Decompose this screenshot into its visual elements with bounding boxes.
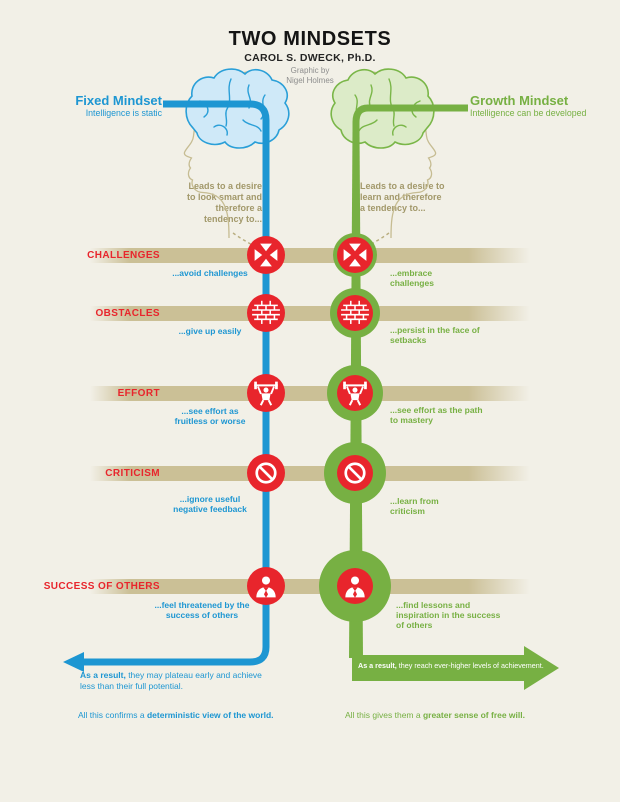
- person-with-tie-icon: [256, 576, 276, 598]
- weightlifter-icon: [254, 381, 278, 406]
- weightlifter-icon: [343, 381, 367, 406]
- growth-label-criticism: ...learn from criticism: [390, 496, 439, 516]
- fixed-node-criticism: [247, 454, 285, 492]
- brick-wall-icon: [252, 300, 280, 324]
- fixed-result-text: As a result, they may plateau early and …: [80, 670, 262, 691]
- page-title: TWO MINDSETS: [228, 28, 392, 50]
- category-label-criticism: CRITICISM: [105, 468, 160, 479]
- fixed-mindset-subtitle: Intelligence is static: [85, 108, 162, 118]
- growth-result-arrow: [352, 646, 559, 690]
- category-label-success-of-others: SUCCESS OF OTHERS: [43, 581, 160, 592]
- brick-wall-icon: [341, 300, 369, 324]
- fixed-label-criticism: ...ignore useful negative feedback: [173, 494, 247, 514]
- graphic-credit: Graphic by Nigel Holmes: [286, 66, 334, 85]
- fixed-head-illustration: [183, 68, 290, 239]
- category-label-challenges: CHALLENGES: [87, 250, 160, 261]
- collision-arrows-icon: [343, 243, 367, 267]
- growth-label-challenges: ...embrace challenges: [390, 268, 434, 288]
- fixed-node-obstacles: [247, 294, 285, 332]
- growth-node-criticism: [324, 442, 386, 504]
- category-label-effort: EFFORT: [117, 388, 160, 399]
- prohibition-sign-icon: [255, 462, 277, 484]
- fixed-label-challenges: ...avoid challenges: [172, 268, 248, 278]
- growth-node-obstacles: [330, 288, 380, 338]
- fixed-node-effort: [247, 374, 285, 412]
- row-band-success-of-others: [90, 579, 530, 594]
- growth-label-obstacles: ...persist in the face of setbacks: [390, 325, 480, 345]
- growth-mindset-header: Growth Mindset Intelligence can be devel…: [470, 94, 616, 119]
- growth-mindset-subtitle: Intelligence can be developed: [470, 108, 587, 118]
- person-with-tie-icon: [345, 576, 365, 598]
- fixed-label-obstacles: ...give up easily: [178, 326, 242, 336]
- fixed-mindset-header: Fixed Mindset Intelligence is static: [18, 94, 162, 119]
- category-label-obstacles: OBSTACLES: [95, 308, 160, 319]
- row-band-effort: [90, 386, 530, 401]
- growth-node-success-of-others: [319, 550, 391, 622]
- author-byline: CAROL S. DWECK, Ph.D.: [244, 52, 376, 64]
- row-band-challenges: [90, 248, 530, 263]
- fixed-label-success-of-others: ...feel threatened by the success of oth…: [154, 600, 250, 620]
- row-band-criticism: [90, 466, 530, 481]
- row-band-obstacles: [90, 306, 530, 321]
- fixed-label-effort: ...see effort as fruitless or worse: [174, 406, 246, 426]
- growth-label-success-of-others: ...find lessons and inspiration in the s…: [396, 600, 501, 630]
- fixed-mindset-title: Fixed Mindset: [75, 93, 162, 108]
- fixed-node-success-of-others: [247, 567, 285, 605]
- collision-arrows-icon: [254, 243, 278, 267]
- fixed-conclusion-text: All this confirms a deterministic view o…: [78, 710, 274, 720]
- fixed-node-challenges: [247, 236, 285, 274]
- growth-conclusion-text: All this gives them a greater sense of f…: [345, 710, 525, 720]
- fixed-result-arrowhead: [63, 652, 84, 672]
- growth-node-challenges: [333, 233, 377, 277]
- growth-result-text: As a result, they reach ever-higher leve…: [358, 661, 544, 670]
- growth-mindset-title: Growth Mindset: [470, 93, 569, 108]
- growth-desire-text: Leads to a desire to learn and therefore…: [360, 181, 445, 213]
- fixed-desire-text: Leads to a desire to look smart and ther…: [186, 181, 262, 224]
- prohibition-sign-icon: [344, 462, 366, 484]
- growth-node-effort: [327, 365, 383, 421]
- growth-label-effort: ...see effort as the path to mastery: [390, 405, 483, 425]
- growth-head-illustration: [330, 68, 437, 239]
